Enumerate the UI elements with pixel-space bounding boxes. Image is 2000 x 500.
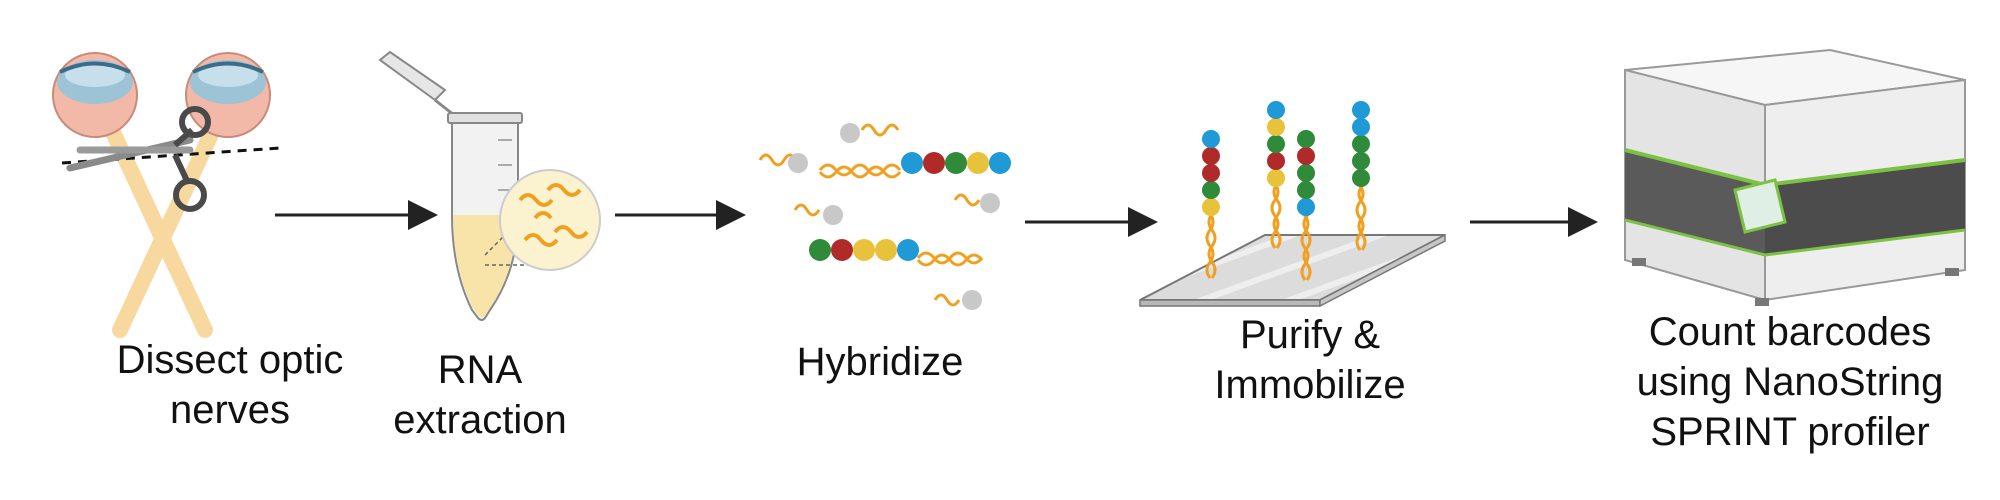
barcode-probe-icon xyxy=(809,239,984,267)
step3-illustration xyxy=(758,123,1011,310)
step-label-line: Purify & xyxy=(1239,313,1381,357)
step-label-line: RNA xyxy=(437,348,523,392)
barcode-probe-icon xyxy=(1297,130,1315,281)
scissors-icon xyxy=(66,106,211,212)
barcode-probe-icon xyxy=(840,123,900,143)
eye-icon xyxy=(185,52,271,138)
microcentrifuge-tube-icon xyxy=(378,50,523,321)
step2-illustration xyxy=(378,50,601,321)
nanostring-profiler-icon xyxy=(1624,48,1966,306)
step-label-rna-extraction: RNA extraction xyxy=(380,345,580,445)
barcode-probe-icon xyxy=(758,153,808,173)
glass-slide-icon xyxy=(1139,233,1446,308)
step-label-line: nerves xyxy=(169,388,291,432)
step-label-line: using NanoString xyxy=(1636,360,1944,404)
rna-icon xyxy=(499,169,601,271)
barcode-probe-icon xyxy=(933,290,982,310)
step-label-line: SPRINT profiler xyxy=(1650,410,1930,454)
step4-illustration xyxy=(1139,101,1446,308)
barcode-probe-icon xyxy=(818,152,1011,179)
step-label-line: Dissect optic xyxy=(116,338,344,382)
step-label-purify: Purify & Immobilize xyxy=(1190,310,1430,410)
barcode-probe-icon xyxy=(793,203,843,225)
barcode-probe-icon xyxy=(953,193,1000,213)
step-label-line: Immobilize xyxy=(1214,363,1406,407)
optic-nerve-right xyxy=(112,107,228,338)
eye-icon xyxy=(52,52,138,138)
step-label-line: extraction xyxy=(393,398,567,442)
step-label-dissect: Dissect optic nerves xyxy=(80,335,380,435)
barcode-probe-icon xyxy=(1267,101,1285,249)
step-label-line: Hybridize xyxy=(796,340,964,384)
barcode-probe-icon xyxy=(1202,130,1220,279)
step-label-count-barcodes: Count barcodes using NanoString SPRINT p… xyxy=(1610,307,1970,457)
step-label-hybridize: Hybridize xyxy=(780,337,980,387)
step1-illustration xyxy=(52,52,281,338)
step-label-line: Count barcodes xyxy=(1648,310,1932,354)
barcode-probe-icon xyxy=(1352,101,1370,251)
